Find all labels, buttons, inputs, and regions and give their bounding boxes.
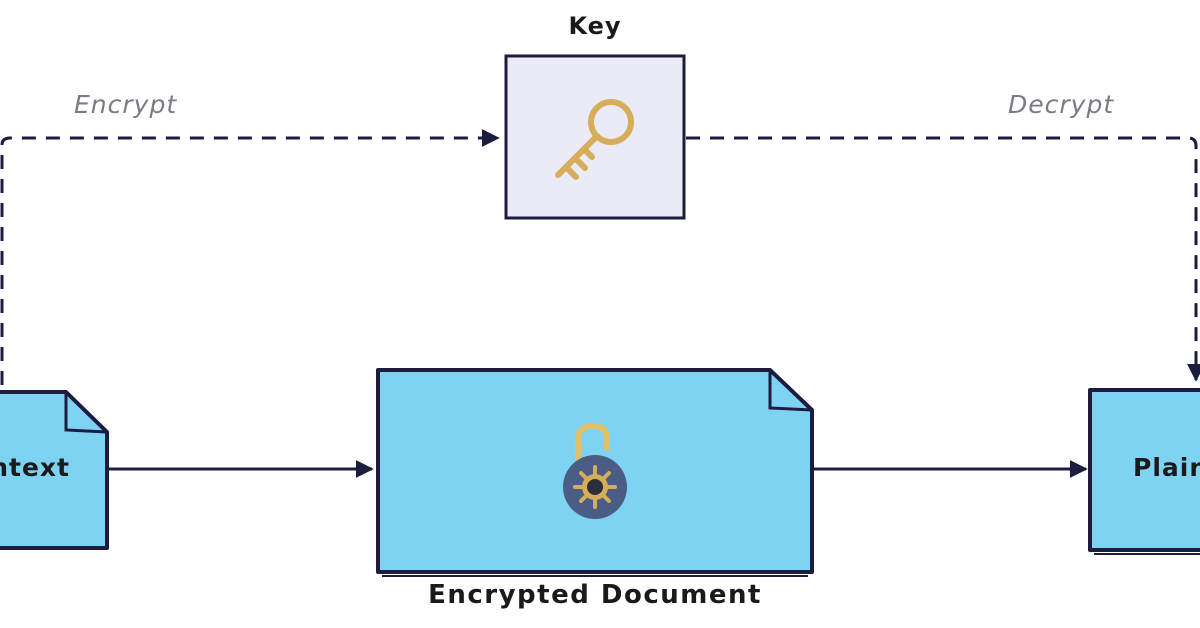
right-document-label: Plain <box>1133 453 1200 482</box>
encrypt-edge <box>0 129 500 385</box>
left-document-label: ntext <box>0 453 70 482</box>
key-node <box>504 54 686 220</box>
encrypt-label: Encrypt <box>74 90 178 119</box>
decrypt-edge <box>686 136 1200 382</box>
decrypt-label: Decrypt <box>1008 90 1115 119</box>
encrypted-document-node <box>376 368 814 577</box>
left-document-node <box>0 390 109 550</box>
padlock-icon <box>563 422 627 519</box>
encrypted-document-label: Encrypted Document <box>428 580 762 610</box>
key-label: Key <box>568 12 622 40</box>
right-document-node <box>1088 388 1200 555</box>
key-icon <box>555 99 634 180</box>
